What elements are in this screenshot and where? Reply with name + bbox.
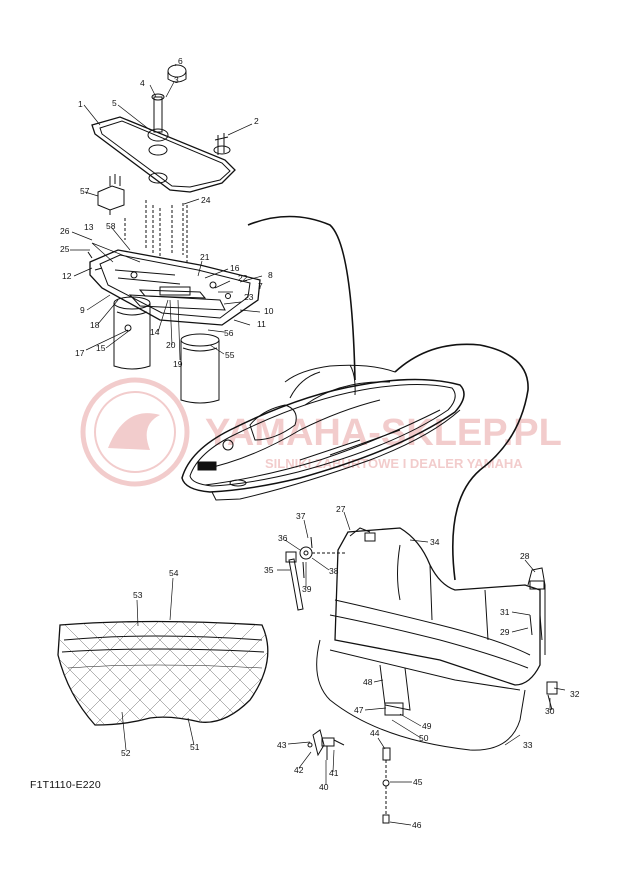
callout-28: 28 — [520, 551, 530, 561]
screw-lines — [124, 200, 188, 262]
storage-frame — [87, 249, 261, 332]
callout-20: 20 — [166, 340, 176, 350]
leader-curve-2 — [394, 343, 529, 581]
callout-9: 9 — [80, 305, 85, 315]
callout-43: 43 — [277, 740, 287, 750]
callout-4: 4 — [140, 78, 145, 88]
callout-45: 45 — [413, 777, 423, 787]
callout-51: 51 — [190, 742, 200, 752]
mat-pattern — [58, 621, 268, 725]
hatch-lid — [91, 64, 236, 193]
callout-3: 3 — [174, 75, 179, 85]
diagram-code: F1T1110-E220 — [30, 779, 101, 791]
gas-strut — [285, 536, 345, 611]
callout-18: 18 — [90, 320, 100, 330]
callout-54: 54 — [169, 568, 179, 578]
drain-plug — [382, 747, 391, 824]
callout-27: 27 — [336, 504, 346, 514]
callout-36: 36 — [278, 533, 288, 543]
callout-15: 15 — [96, 343, 106, 353]
callout-32: 32 — [570, 689, 580, 699]
callout-24: 24 — [201, 195, 211, 205]
callout-8: 8 — [268, 270, 273, 280]
callout-47: 47 — [354, 705, 364, 715]
callout-numbers: 1 2 3 4 5 6 7 8 9 10 11 12 13 14 15 16 1… — [60, 56, 580, 830]
callout-13: 13 — [84, 222, 94, 232]
callout-37: 37 — [296, 511, 306, 521]
callout-23: 23 — [244, 292, 254, 302]
callout-14: 14 — [150, 327, 160, 337]
callout-34: 34 — [430, 537, 440, 547]
callout-46: 46 — [412, 820, 422, 830]
callout-19: 19 — [173, 359, 183, 369]
callout-21: 21 — [200, 252, 210, 262]
callout-48: 48 — [363, 677, 373, 687]
callout-55: 55 — [225, 350, 235, 360]
storage-tank — [316, 527, 558, 751]
callout-10: 10 — [264, 306, 274, 316]
callout-25: 25 — [60, 244, 70, 254]
lock-bracket — [97, 174, 125, 215]
callout-1: 1 — [78, 99, 83, 109]
callout-58: 58 — [106, 221, 116, 231]
callout-12: 12 — [62, 271, 72, 281]
callout-22: 22 — [238, 273, 248, 283]
callout-49: 49 — [422, 721, 432, 731]
watermark-title: YAMAHA-SKLEP.PL — [205, 412, 562, 454]
callout-leaders — [70, 63, 566, 826]
callout-7: 7 — [258, 281, 263, 291]
callout-39: 39 — [302, 584, 312, 594]
hinge-assembly — [307, 729, 345, 760]
callout-42: 42 — [294, 765, 304, 775]
tube-right — [180, 333, 220, 404]
callout-31: 31 — [500, 607, 510, 617]
callout-11: 11 — [257, 319, 266, 329]
callout-16: 16 — [230, 263, 240, 273]
callout-30: 30 — [545, 706, 555, 716]
callout-53: 53 — [133, 590, 143, 600]
tube-left — [113, 296, 151, 370]
leader-curve-1 — [247, 215, 356, 381]
callout-57: 57 — [80, 186, 90, 196]
callout-29: 29 — [500, 627, 510, 637]
callout-41: 41 — [329, 768, 339, 778]
boat — [181, 364, 465, 501]
callout-52: 52 — [121, 748, 131, 758]
callout-17: 17 — [75, 348, 85, 358]
callout-44: 44 — [370, 728, 380, 738]
callout-50: 50 — [419, 733, 429, 743]
callout-38: 38 — [329, 566, 339, 576]
watermark-subtitle: SILNIKI ZABURTOWE I DEALER YAMAHA — [265, 456, 523, 471]
callout-2: 2 — [254, 116, 259, 126]
callout-35: 35 — [264, 565, 274, 575]
callout-26: 26 — [60, 226, 70, 236]
callout-6: 6 — [178, 56, 183, 66]
watermark: YAMAHA-SKLEP.PL SILNIKI ZABURTOWE I DEAL… — [80, 377, 562, 487]
callout-56: 56 — [224, 328, 234, 338]
callout-5: 5 — [112, 98, 117, 108]
callout-40: 40 — [319, 782, 329, 792]
callout-33: 33 — [523, 740, 533, 750]
